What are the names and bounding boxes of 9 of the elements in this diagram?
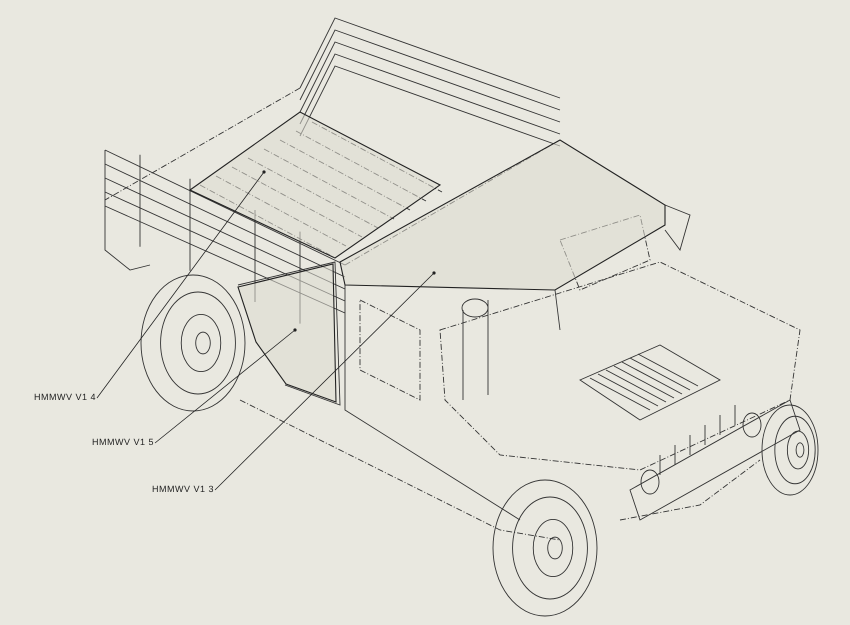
roof-panel xyxy=(339,139,666,291)
cargo-bed-floor xyxy=(188,111,442,259)
side-panel xyxy=(237,263,337,403)
leader-line xyxy=(214,271,436,490)
callout-label: HMMWV V1 3 xyxy=(152,484,214,495)
callout-label: HMMWV V1 5 xyxy=(92,437,154,448)
leader-line xyxy=(154,328,297,444)
callout-label: HMMWV V1 4 xyxy=(34,392,96,403)
leader-line xyxy=(96,170,266,398)
